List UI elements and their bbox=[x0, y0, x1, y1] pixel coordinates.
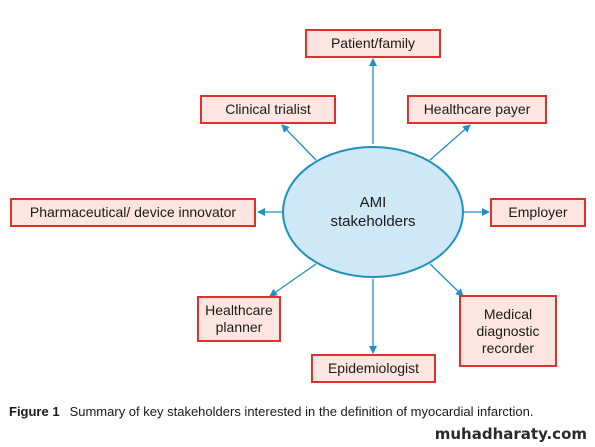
node-healthcare-payer: Healthcare payer bbox=[407, 95, 547, 124]
node-employer: Employer bbox=[490, 198, 586, 227]
arrow-to-clinical-trialist bbox=[281, 124, 317, 161]
figure-caption: Figure 1 Summary of key stakeholders inte… bbox=[9, 404, 569, 420]
caption-text: Summary of key stakeholders interested i… bbox=[69, 404, 534, 419]
watermark-logo: muhadharaty.com bbox=[434, 425, 587, 443]
node-healthcare-planner: Healthcare planner bbox=[197, 296, 281, 342]
node-pharmaceutical-device-innovator: Pharmaceutical/ device innovator bbox=[10, 198, 256, 227]
node-medical-diagnostic-recorder: Medical diagnostic recorder bbox=[459, 295, 557, 367]
center-label: AMI stakeholders bbox=[330, 194, 416, 230]
arrow-to-healthcare-planner bbox=[269, 263, 317, 297]
arrow-to-healthcare-payer bbox=[429, 124, 471, 161]
node-patient-family: Patient/family bbox=[305, 29, 441, 58]
node-clinical-trialist: Clinical trialist bbox=[200, 95, 336, 124]
arrow-to-medical-diagnostic-recorder bbox=[429, 263, 464, 297]
node-epidemiologist: Epidemiologist bbox=[311, 354, 436, 383]
arrows-group bbox=[257, 58, 490, 354]
caption-label: Figure 1 bbox=[9, 404, 60, 419]
center-ellipse bbox=[282, 146, 464, 278]
